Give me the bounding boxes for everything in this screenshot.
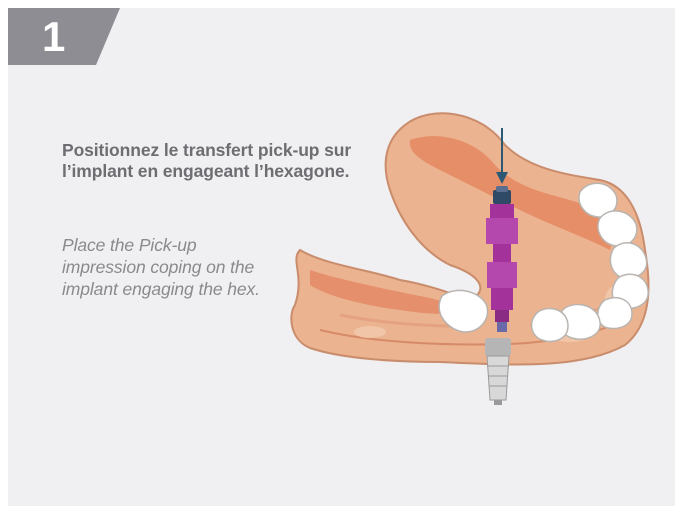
instruction-english: Place the Pick-up impression coping on t…	[62, 234, 272, 300]
implant-illustration	[280, 100, 675, 430]
step-number: 1	[42, 12, 65, 62]
implant-icon	[485, 338, 511, 405]
step-badge: 1	[8, 8, 120, 65]
